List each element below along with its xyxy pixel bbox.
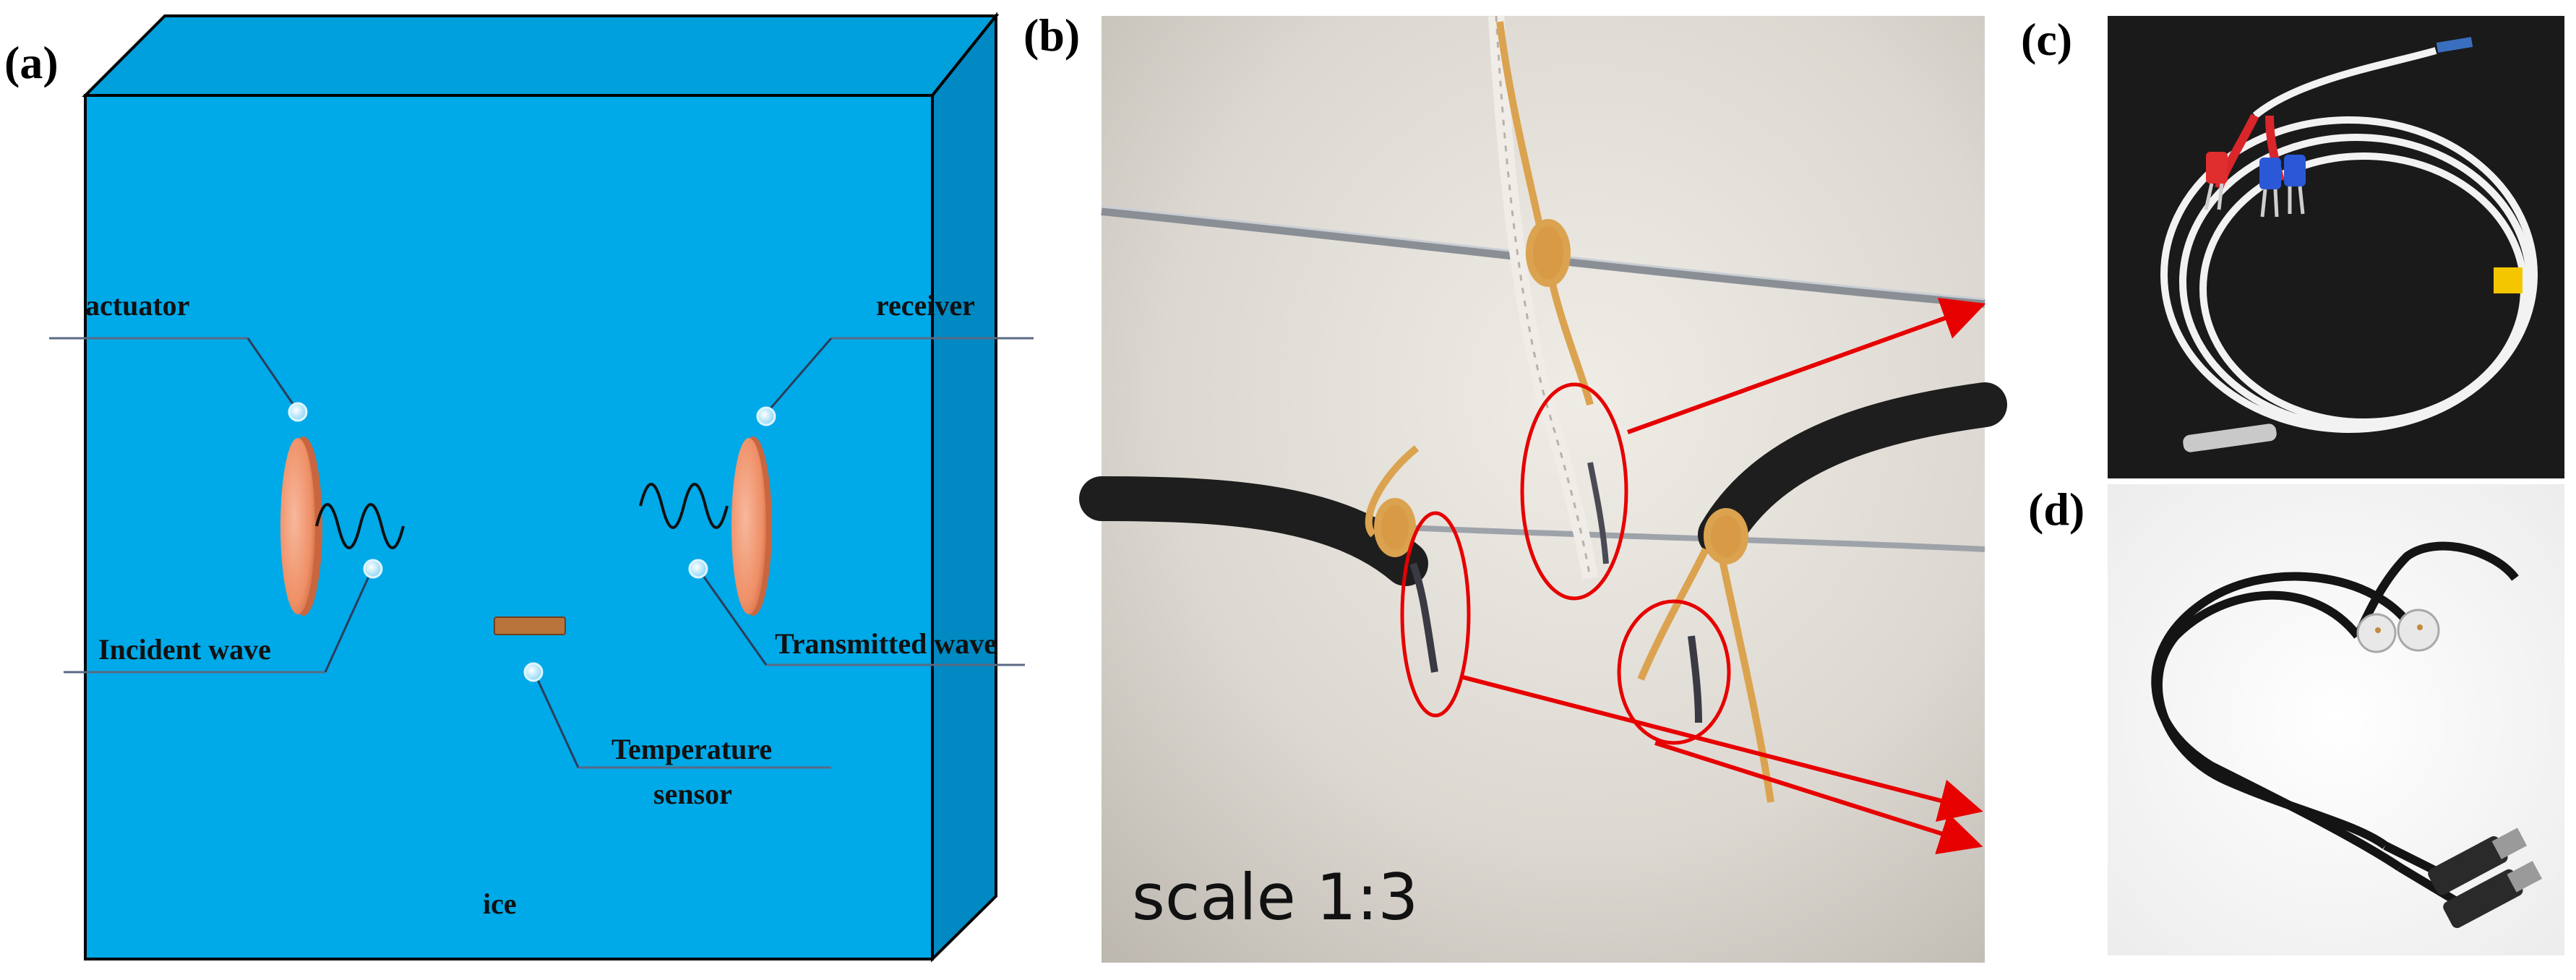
right-black-cable xyxy=(1698,382,2007,557)
transmitted-leader xyxy=(697,568,768,666)
red-terminal xyxy=(2206,152,2228,184)
receiver-leader xyxy=(765,338,833,414)
arrow-to-d-2 xyxy=(1654,741,1983,855)
photo-c-background xyxy=(2108,16,2564,478)
temperature-probe-cable xyxy=(2160,47,2538,433)
temperature-label-line1: Temperature xyxy=(611,733,772,765)
panel-label-c: (c) xyxy=(2021,14,2072,65)
highlight-circle-right xyxy=(1617,599,1731,745)
left-black-cable xyxy=(1079,476,1428,586)
actuator-leader xyxy=(246,338,298,410)
temperature-leader xyxy=(533,673,580,768)
lower-wire xyxy=(1373,523,1985,552)
photo-d-background xyxy=(2108,484,2564,955)
bnc-connector-1 xyxy=(2428,828,2528,895)
transmitted-wave-icon xyxy=(639,483,729,529)
incident-wave-icon xyxy=(315,503,405,549)
ice-label: ice xyxy=(483,887,517,920)
panel-c: (c) xyxy=(2021,14,2564,478)
yellow-tag xyxy=(2494,267,2523,293)
ice-block-side xyxy=(931,12,997,963)
ice-block-front xyxy=(84,94,934,960)
temperature-sensor-marker xyxy=(523,662,544,682)
panel-label-b: (b) xyxy=(1023,9,1080,61)
temperature-sensor-icon xyxy=(494,616,566,635)
receiver-disc xyxy=(731,437,772,616)
incident-wave-marker xyxy=(363,559,383,579)
arrow-to-d-1 xyxy=(1459,674,1983,822)
piezo-disc-2 xyxy=(2397,609,2440,652)
blue-terminal-1 xyxy=(2259,158,2281,189)
temperature-label-line2: sensor xyxy=(653,778,732,810)
blue-terminal-2 xyxy=(2284,155,2306,186)
piezo-disc-1 xyxy=(2356,613,2397,653)
temperature-probe-tip xyxy=(2183,424,2277,452)
panel-d: (d) xyxy=(2028,483,2564,955)
ice-block-top-face xyxy=(82,14,1000,97)
piezo-cables xyxy=(2151,541,2519,906)
actuator-marker xyxy=(288,402,308,422)
transmitted-wave-marker xyxy=(688,559,708,579)
highlight-circle-middle xyxy=(1520,382,1628,601)
incident-wave-label: Incident wave xyxy=(98,633,271,666)
actuator-label: actuator xyxy=(85,289,189,322)
transmitted-wave-label: Transmitted wave xyxy=(775,627,997,660)
panel-a: (a) xyxy=(4,12,1034,963)
actuator-disc xyxy=(280,437,322,616)
arrow-to-c xyxy=(1626,298,1986,434)
scale-label: scale 1:3 xyxy=(1132,860,1418,934)
receiver-marker xyxy=(756,406,776,426)
panel-label-a: (a) xyxy=(4,37,59,88)
panel-label-d: (d) xyxy=(2028,483,2085,535)
highlight-circle-left xyxy=(1400,511,1471,718)
rubber-bands xyxy=(1365,21,1774,803)
incident-leader xyxy=(324,568,374,673)
bnc-connector-2 xyxy=(2443,861,2542,929)
panel-b: (b) xyxy=(1023,9,2007,963)
receiver-label: receiver xyxy=(876,289,975,322)
